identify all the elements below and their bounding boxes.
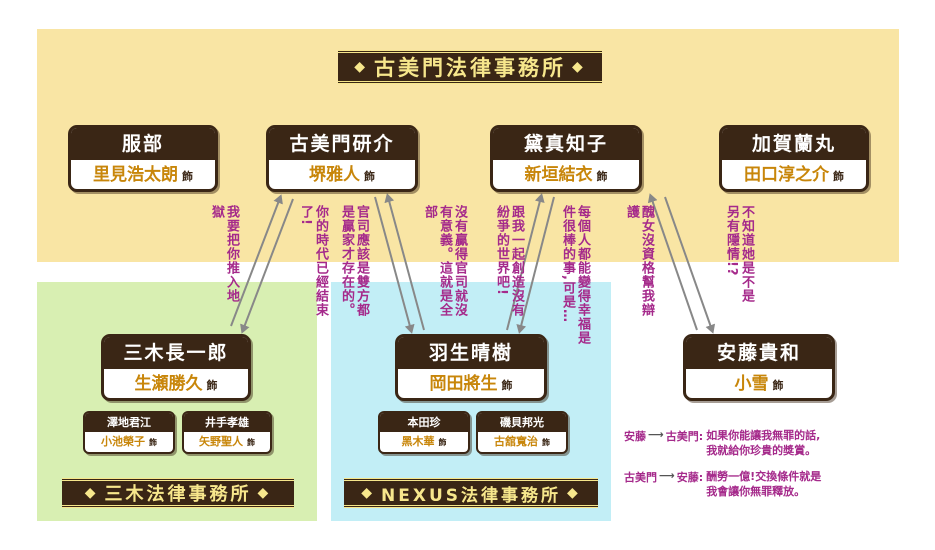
nexus-firm-title: NEXUS法律事務所 <box>381 485 561 506</box>
card-hattori: 服部 里見浩太朗飾 <box>68 125 218 192</box>
quote-komikado-to-habu: 沒有贏得官司就沒有意義。這就是全部 <box>422 205 467 317</box>
quote-habu-to-mayuzumi: 跟我一起創造沒有紛爭的世界吧! <box>494 205 524 317</box>
arrow-komikado-to-miki <box>240 198 294 334</box>
legend-ando-to-komikado: 安藤 ⟶ 古美門: 如果你能讓我無罪的話, 我就給你珍貴的獎賞。 <box>624 428 820 458</box>
legend-quote: 酬勞一億!交換條件就是 我會讓你無罪釋放。 <box>706 469 821 499</box>
isogai-suffix: 飾 <box>542 438 550 447</box>
quote-mayuzumi-to-habu: 每個人都能變得幸福是件很棒的事,可是… <box>560 205 590 345</box>
arrow-right-icon: ⟶ <box>659 469 675 482</box>
banner-ornament-icon: ◆ <box>572 59 586 75</box>
honda-suffix: 飾 <box>438 438 447 447</box>
komikado-firm-title: 古美門法律事務所 <box>374 56 566 80</box>
komikado-suffix: 飾 <box>364 170 375 183</box>
sawachi-name: 澤地君江 <box>85 413 173 432</box>
card-ando: 安藤貴和 小雪飾 <box>683 334 835 401</box>
habu-suffix: 飾 <box>501 379 513 392</box>
arrow-ando-to-mayuzumi <box>647 193 698 331</box>
ide-suffix: 飾 <box>247 438 255 447</box>
mikimoto-firm-banner: ◆ 三木法律事務所 ◆ <box>62 478 294 508</box>
miki-suffix: 飾 <box>206 379 218 392</box>
mayuzumi-name: 黛真知子 <box>493 128 639 160</box>
miki-actor: 生瀬勝久 <box>134 374 203 394</box>
card-ide: 井手孝雄 矢野聖人飾 <box>182 411 272 454</box>
legend-komikado-to-ando: 古美門 ⟶ 安藤: 酬勞一億!交換條件就是 我會讓你無罪釋放。 <box>624 469 821 499</box>
miki-name: 三木長一郎 <box>104 337 248 369</box>
kaga-name: 加賀蘭丸 <box>722 128 866 160</box>
arrow-habu-to-mayuzumi <box>506 193 545 331</box>
arrow-right-icon: ⟶ <box>648 428 664 441</box>
card-komikado: 古美門研介 堺雅人飾 <box>266 125 418 192</box>
quote-komikado-to-miki: 你的時代已經結束了! <box>298 205 328 317</box>
banner-ornament-icon: ◆ <box>567 485 581 501</box>
ando-actor: 小雪 <box>734 374 769 394</box>
hattori-suffix: 飾 <box>182 170 193 183</box>
mikimoto-firm-title: 三木法律事務所 <box>104 484 252 505</box>
legend-from: 安藤 <box>624 430 646 443</box>
quote-kaga-about-ando: 不知道她是不是另有隱情!? <box>724 205 754 303</box>
legend-from: 古美門 <box>624 471 657 484</box>
banner-ornament-icon: ◆ <box>84 485 99 501</box>
sawachi-suffix: 飾 <box>149 438 157 447</box>
quote-ando-to-mayuzumi: 醜女沒資格幫我辯護 <box>624 205 654 317</box>
quote-miki-to-komikado: 我要把你推入地獄 <box>209 205 239 303</box>
kaga-suffix: 飾 <box>833 170 844 183</box>
card-isogai: 磯貝邦光 古舘寬治飾 <box>476 411 568 454</box>
arrow-miki-to-komikado <box>230 194 283 327</box>
quote-habu-to-komikado: 官司應該是雙方都是贏家才存在的。 <box>339 205 369 317</box>
card-honda: 本田珍 黑木華飾 <box>378 411 470 454</box>
legend-quote-line1: 酬勞一億!交換條件就是 <box>706 470 822 483</box>
ando-suffix: 飾 <box>772 379 784 392</box>
nexus-firm-banner: ◆ NEXUS法律事務所 ◆ <box>344 478 598 508</box>
honda-name: 本田珍 <box>380 413 468 432</box>
ide-actor: 矢野聖人 <box>199 435 243 448</box>
card-miki: 三木長一郎 生瀬勝久飾 <box>101 334 251 401</box>
legend-quote-line2: 我會讓你無罪釋放。 <box>706 485 806 498</box>
legend-to: 安藤: <box>676 471 704 484</box>
hattori-name: 服部 <box>71 128 215 160</box>
habu-name: 羽生晴樹 <box>398 337 544 369</box>
mayuzumi-actor: 新垣結衣 <box>524 165 593 185</box>
arrow-habu-to-komikado <box>384 193 425 331</box>
honda-actor: 黑木華 <box>401 435 435 448</box>
isogai-name: 磯貝邦光 <box>478 413 566 432</box>
komikado-name: 古美門研介 <box>269 128 415 160</box>
arrow-komikado-to-habu <box>374 196 415 334</box>
card-kaga: 加賀蘭丸 田口淳之介飾 <box>719 125 869 192</box>
arrow-mayuzumi-to-habu <box>516 196 555 334</box>
legend-to: 古美門: <box>665 430 704 443</box>
banner-ornament-icon: ◆ <box>361 485 375 501</box>
komikado-actor: 堺雅人 <box>309 165 360 185</box>
komikado-firm-banner: ◆ 古美門法律事務所 ◆ <box>338 50 602 84</box>
card-habu: 羽生晴樹 岡田將生飾 <box>395 334 547 401</box>
ando-name: 安藤貴和 <box>686 337 832 369</box>
card-sawachi: 澤地君江 小池榮子飾 <box>83 411 175 454</box>
ide-name: 井手孝雄 <box>184 413 270 432</box>
hattori-actor: 里見浩太朗 <box>93 165 178 185</box>
legend-quote-line2: 我就給你珍貴的獎賞。 <box>706 444 817 457</box>
isogai-actor: 古舘寬治 <box>494 435 538 448</box>
arrow-kaga-to-ando <box>664 196 716 334</box>
banner-ornament-icon: ◆ <box>257 485 272 501</box>
mayuzumi-suffix: 飾 <box>596 170 608 183</box>
kaga-actor: 田口淳之介 <box>744 165 829 185</box>
banner-ornament-icon: ◆ <box>354 59 368 75</box>
legend-quote-line1: 如果你能讓我無罪的話, <box>706 429 821 442</box>
sawachi-actor: 小池榮子 <box>101 435 145 448</box>
card-mayuzumi: 黛真知子 新垣結衣飾 <box>490 125 642 192</box>
habu-actor: 岡田將生 <box>429 374 498 394</box>
legend-quote: 如果你能讓我無罪的話, 我就給你珍貴的獎賞。 <box>706 428 820 458</box>
